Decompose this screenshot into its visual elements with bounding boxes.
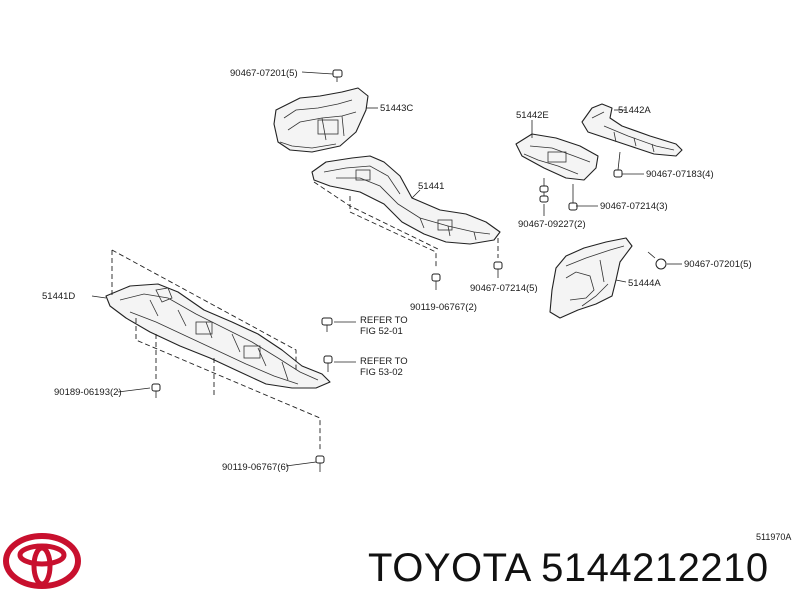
label-51444A: 51444A [628, 278, 661, 289]
label-90467-07214-5: 90467-07214(5) [470, 283, 538, 294]
label-51441D: 51441D [42, 291, 75, 302]
label-refer-52-line2: FIG 52-01 [360, 326, 403, 337]
clip-90467-07201-right [647, 251, 667, 270]
bolt-90119-06767-2 [431, 273, 441, 290]
diagram-code: 511970A [756, 532, 791, 542]
label-51442E: 51442E [516, 110, 549, 121]
label-refer-52-line1: REFER TO [360, 315, 408, 326]
part-51441 [311, 155, 501, 245]
bolt-90467-07214-5 [493, 261, 503, 278]
bolt-90189-06193 [151, 383, 161, 398]
bolt-90467-09227 [539, 185, 549, 203]
label-90467-07201-right: 90467-07201(5) [684, 259, 752, 270]
clip-refer-52-01 [321, 317, 333, 332]
part-51442A [581, 103, 683, 157]
brand-part-number: TOYOTA 5144212210 [368, 546, 769, 590]
bolt-90467-07183 [613, 169, 623, 178]
label-90467-07201-top: 90467-07201(5) [230, 68, 298, 79]
toyota-logo-icon [3, 533, 81, 589]
label-51442A: 51442A [618, 105, 651, 116]
label-90119-06767-6: 90119-06767(6) [222, 462, 289, 473]
label-90467-07214-3: 90467-07214(3) [600, 201, 668, 212]
clip-refer-53-02 [323, 355, 333, 372]
label-90189-06193: 90189-06193(2) [54, 387, 122, 398]
label-90119-06767-2: 90119-06767(2) [410, 302, 477, 313]
label-51441: 51441 [418, 181, 444, 192]
bolt-90467-07201-top [332, 69, 343, 82]
part-51441D [105, 283, 331, 389]
label-90467-09227: 90467-09227(2) [518, 219, 586, 230]
part-51443C [273, 87, 369, 153]
part-51444A [549, 237, 633, 319]
label-51443C: 51443C [380, 103, 413, 114]
label-refer-53-line2: FIG 53-02 [360, 367, 403, 378]
label-90467-07183: 90467-07183(4) [646, 169, 714, 180]
label-refer-53-line1: REFER TO [360, 356, 408, 367]
bolt-90119-06767-6 [315, 455, 325, 472]
bolt-90467-07214-3 [568, 202, 578, 211]
part-51442E [515, 133, 599, 181]
